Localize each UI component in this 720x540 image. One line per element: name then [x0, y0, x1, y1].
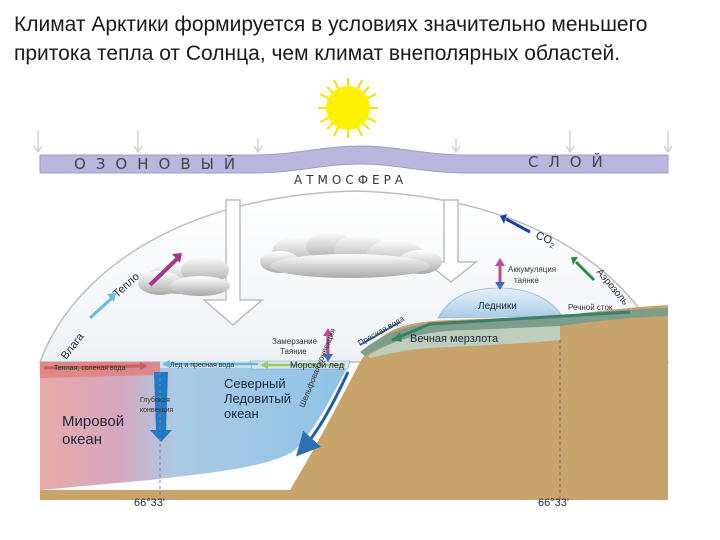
- deep-convection-label-1: Глубокая: [140, 396, 170, 404]
- atmosphere-label: АТМОСФЕРА: [294, 173, 407, 187]
- accumulation-thaw-arrow: [495, 258, 505, 290]
- fresh-water-arrow: [359, 321, 401, 346]
- world-ocean-label-2: океан: [62, 431, 102, 448]
- cloud-center: [260, 232, 442, 278]
- thaw-label: таянке: [514, 276, 539, 285]
- river-runoff-label: Речной сток: [568, 303, 613, 312]
- world-ocean-water: [40, 362, 350, 490]
- deep-convection-arrow: [150, 372, 172, 442]
- warm-water-arrow: [43, 364, 141, 370]
- river-runoff-arrow: [391, 310, 631, 342]
- glaciers-label: Ледники: [478, 301, 517, 312]
- ice-fresh-label: Лед и пресная вода: [170, 362, 234, 369]
- arctic-ocean-label-2: Ледовитый: [224, 391, 291, 406]
- heat-arrow: [148, 253, 182, 287]
- ozone-label-right: СЛОЙ: [528, 152, 613, 171]
- arctic-ocean-label-1: Северный: [224, 376, 286, 391]
- ozone-layer: [39, 145, 669, 174]
- caption-text: Климат Арктики формируется в условиях зн…: [14, 13, 648, 65]
- accumulation-label: Аккумуляция: [508, 265, 556, 274]
- permafrost-underlayer: [368, 326, 560, 358]
- shelf-convection-arrow: [295, 371, 350, 457]
- arctic-ocean-label-3: океан: [224, 406, 259, 421]
- permafrost-layer: [360, 308, 668, 356]
- ocean-floor: [40, 490, 668, 500]
- solar-ray-arrows: [33, 130, 673, 154]
- permafrost-label: Вечная мерзлота: [410, 333, 499, 345]
- moisture-arrow: [88, 293, 116, 320]
- ozone-label-left: ОЗОНОВЫЙ: [74, 154, 245, 173]
- deep-convection-label-2: конвекция: [140, 407, 173, 414]
- latitude-label-left: 66°33': [134, 497, 165, 509]
- sea-ice-label: Морской лед: [290, 360, 345, 370]
- co2-label: CO2: [533, 230, 557, 251]
- warm-water-label: Теплая, соленая вода: [54, 365, 125, 372]
- sun-icon: [318, 78, 378, 138]
- freezing-melting-arrow: [323, 328, 333, 362]
- melting-label: Таяние: [280, 347, 307, 356]
- freezing-label: Замерзание: [272, 337, 318, 346]
- world-ocean-label-1: Мировой: [62, 413, 124, 430]
- co2-arrow: [500, 214, 531, 234]
- aerosol-arrow: [571, 257, 596, 282]
- latitude-label-right: 66°33': [538, 497, 569, 509]
